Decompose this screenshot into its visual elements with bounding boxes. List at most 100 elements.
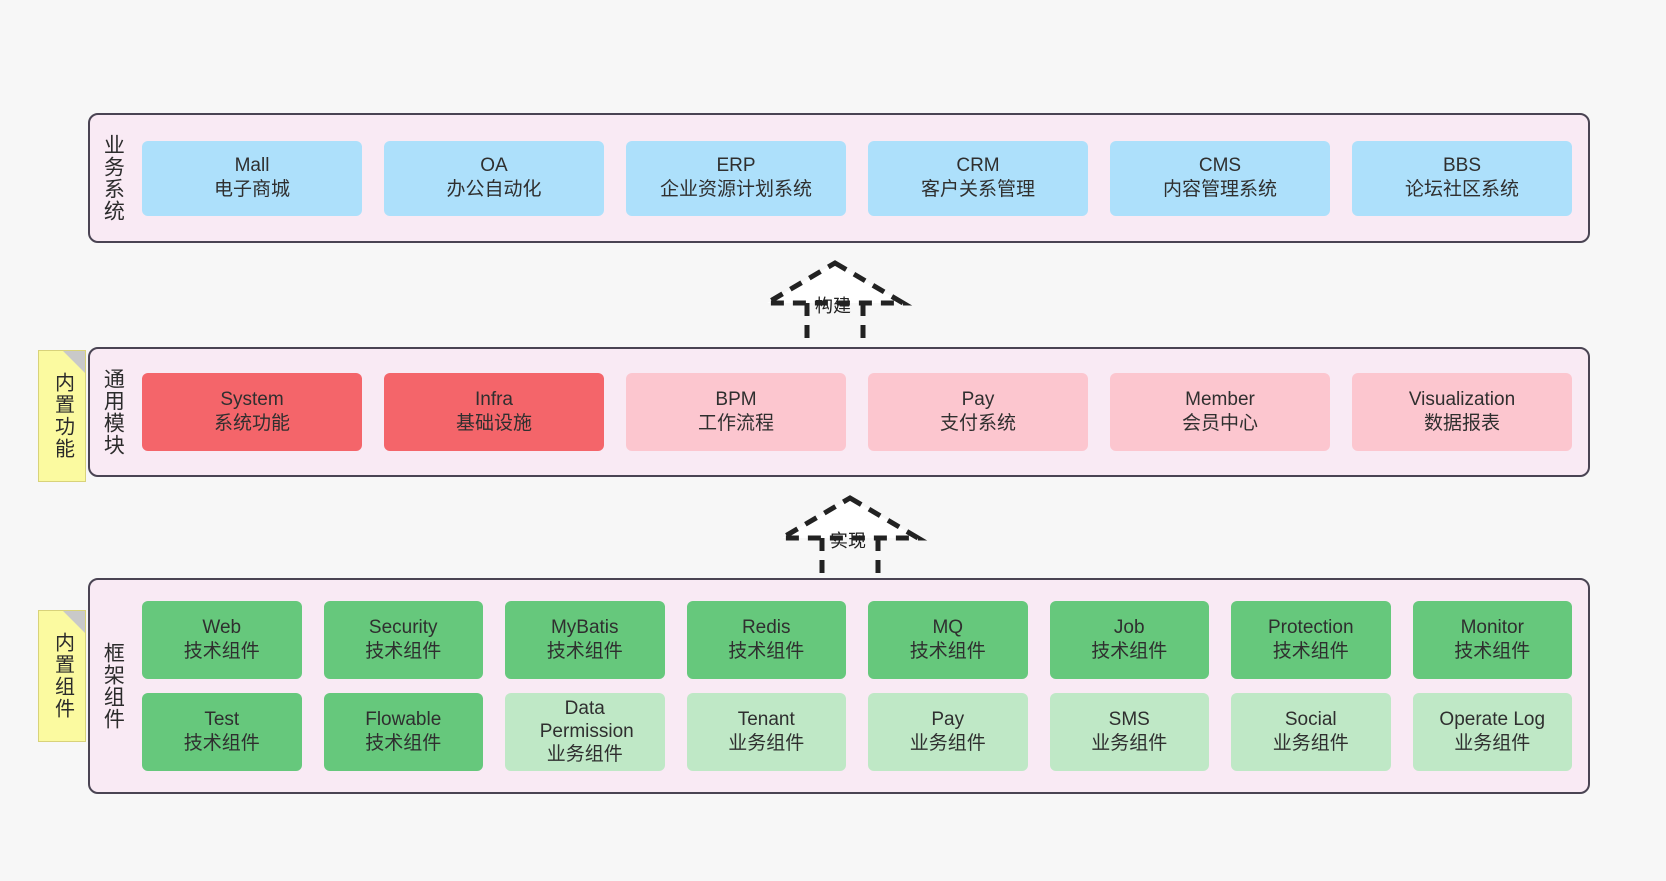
card-subtitle: 技术组件 xyxy=(728,641,805,662)
card-title: SMS xyxy=(1108,709,1150,731)
card-subtitle: 业务组件 xyxy=(546,744,623,766)
card-title: Security xyxy=(368,617,438,639)
layer-title-framework-components: 框架组件 xyxy=(101,642,125,730)
card-web[interactable]: Web 技术组件 xyxy=(142,601,302,679)
card-subtitle: 企业资源计划系统 xyxy=(659,179,812,200)
card-subtitle: 基础设施 xyxy=(455,413,532,434)
card-subtitle: 业务组件 xyxy=(909,733,986,754)
card-data-permission[interactable]: Data Permission 业务组件 xyxy=(505,693,665,771)
card-subtitle: 技术组件 xyxy=(365,733,442,754)
card-subtitle: 技术组件 xyxy=(1454,641,1531,662)
card-title: Social xyxy=(1284,709,1337,731)
card-title: CMS xyxy=(1198,155,1242,177)
card-title: OA xyxy=(480,155,508,177)
card-row: Web 技术组件 Security 技术组件 MyBatis 技术组件 Redi… xyxy=(142,601,1572,679)
card-subtitle: 技术组件 xyxy=(1091,641,1168,662)
card-sms[interactable]: SMS 业务组件 xyxy=(1049,693,1209,771)
card-visualization[interactable]: Visualization 数据报表 xyxy=(1352,373,1572,451)
card-operate-log[interactable]: Operate Log 业务组件 xyxy=(1412,693,1572,771)
card-subtitle: 内容管理系统 xyxy=(1162,179,1277,200)
connector-build: 构建 xyxy=(755,255,915,355)
card-title: System xyxy=(220,389,284,411)
card-pay-business[interactable]: Pay 业务组件 xyxy=(868,693,1028,771)
card-title: Pay xyxy=(931,709,965,731)
note-fold-icon xyxy=(63,611,85,633)
card-bbs[interactable]: BBS 论坛社区系统 xyxy=(1352,140,1572,216)
card-row: System 系统功能 Infra 基础设施 BPM 工作流程 Pay 支付系统… xyxy=(142,373,1572,451)
card-infra[interactable]: Infra 基础设施 xyxy=(384,373,604,451)
card-title: Pay xyxy=(961,389,995,411)
card-subtitle: 数据报表 xyxy=(1423,413,1500,434)
card-security[interactable]: Security 技术组件 xyxy=(323,601,483,679)
card-bpm[interactable]: BPM 工作流程 xyxy=(626,373,846,451)
card-mq[interactable]: MQ 技术组件 xyxy=(868,601,1028,679)
card-job[interactable]: Job 技术组件 xyxy=(1049,601,1209,679)
card-crm[interactable]: CRM 客户关系管理 xyxy=(868,140,1088,216)
card-subtitle: 业务组件 xyxy=(728,733,805,754)
card-title: MyBatis xyxy=(550,617,619,639)
card-subtitle: 技术组件 xyxy=(183,641,260,662)
card-subtitle: 技术组件 xyxy=(546,641,623,662)
card-member[interactable]: Member 会员中心 xyxy=(1110,373,1330,451)
card-tenant[interactable]: Tenant 业务组件 xyxy=(686,693,846,771)
card-subtitle: 办公自动化 xyxy=(446,179,542,200)
card-oa[interactable]: OA 办公自动化 xyxy=(384,140,604,216)
connector-build-label: 构建 xyxy=(815,296,851,316)
card-subtitle: 电子商城 xyxy=(213,179,290,200)
card-mybatis[interactable]: MyBatis 技术组件 xyxy=(505,601,665,679)
layer-title-business-systems: 业务系统 xyxy=(101,134,125,222)
card-subtitle: 系统功能 xyxy=(213,413,290,434)
card-title: BBS xyxy=(1442,155,1482,177)
card-test[interactable]: Test 技术组件 xyxy=(142,693,302,771)
layer-framework-components: 框架组件 Web 技术组件 Security 技术组件 MyBatis 技术组件… xyxy=(88,578,1590,794)
card-title: Job xyxy=(1113,617,1145,639)
card-title: Member xyxy=(1185,389,1255,411)
card-subtitle: 论坛社区系统 xyxy=(1404,179,1519,200)
card-subtitle: 客户关系管理 xyxy=(920,179,1035,200)
card-title: BPM xyxy=(715,389,757,411)
card-subtitle: 支付系统 xyxy=(939,413,1016,434)
card-subtitle: 技术组件 xyxy=(365,641,442,662)
card-protection[interactable]: Protection 技术组件 xyxy=(1231,601,1391,679)
card-title: Test xyxy=(204,709,240,731)
card-subtitle: 业务组件 xyxy=(1272,733,1349,754)
layer-body-framework-components: Web 技术组件 Security 技术组件 MyBatis 技术组件 Redi… xyxy=(134,580,1588,792)
card-row: Test 技术组件 Flowable 技术组件 Data Permission … xyxy=(142,693,1572,771)
note-fold-icon xyxy=(63,351,85,373)
card-title: Flowable xyxy=(365,709,442,731)
card-subtitle: 业务组件 xyxy=(1454,733,1531,754)
layer-common-modules: 通用模块 System 系统功能 Infra 基础设施 BPM 工作流程 Pay… xyxy=(88,347,1590,477)
card-subtitle: 技术组件 xyxy=(909,641,986,662)
card-subtitle: 业务组件 xyxy=(1091,733,1168,754)
card-title: Tenant xyxy=(737,709,795,731)
card-subtitle: 技术组件 xyxy=(1272,641,1349,662)
card-pay[interactable]: Pay 支付系统 xyxy=(868,373,1088,451)
card-title: Infra xyxy=(474,389,514,411)
note-builtin-functions: 内置功能 xyxy=(38,350,86,482)
card-title: MQ xyxy=(932,617,964,639)
card-subtitle: 会员中心 xyxy=(1181,413,1258,434)
connector-realize: 实现 xyxy=(770,490,930,590)
card-flowable[interactable]: Flowable 技术组件 xyxy=(323,693,483,771)
card-title: Operate Log xyxy=(1439,709,1546,731)
card-redis[interactable]: Redis 技术组件 xyxy=(686,601,846,679)
card-title: Data Permission xyxy=(539,697,634,743)
card-subtitle: 技术组件 xyxy=(183,733,260,754)
card-title: Web xyxy=(202,617,242,639)
card-title: Mall xyxy=(234,155,270,177)
card-system[interactable]: System 系统功能 xyxy=(142,373,362,451)
layer-title-common-modules: 通用模块 xyxy=(101,368,125,456)
layer-business-systems: 业务系统 Mall 电子商城 OA 办公自动化 ERP 企业资源计划系统 CRM… xyxy=(88,113,1590,243)
card-monitor[interactable]: Monitor 技术组件 xyxy=(1412,601,1572,679)
note-builtin-components: 内置组件 xyxy=(38,610,86,742)
layer-body-common-modules: System 系统功能 Infra 基础设施 BPM 工作流程 Pay 支付系统… xyxy=(134,349,1588,475)
card-erp[interactable]: ERP 企业资源计划系统 xyxy=(626,140,846,216)
card-title: ERP xyxy=(716,155,756,177)
card-subtitle: 工作流程 xyxy=(697,413,774,434)
note-label: 内置组件 xyxy=(51,632,74,720)
card-mall[interactable]: Mall 电子商城 xyxy=(142,140,362,216)
card-title: Visualization xyxy=(1408,389,1516,411)
card-social[interactable]: Social 业务组件 xyxy=(1231,693,1391,771)
card-cms[interactable]: CMS 内容管理系统 xyxy=(1110,140,1330,216)
